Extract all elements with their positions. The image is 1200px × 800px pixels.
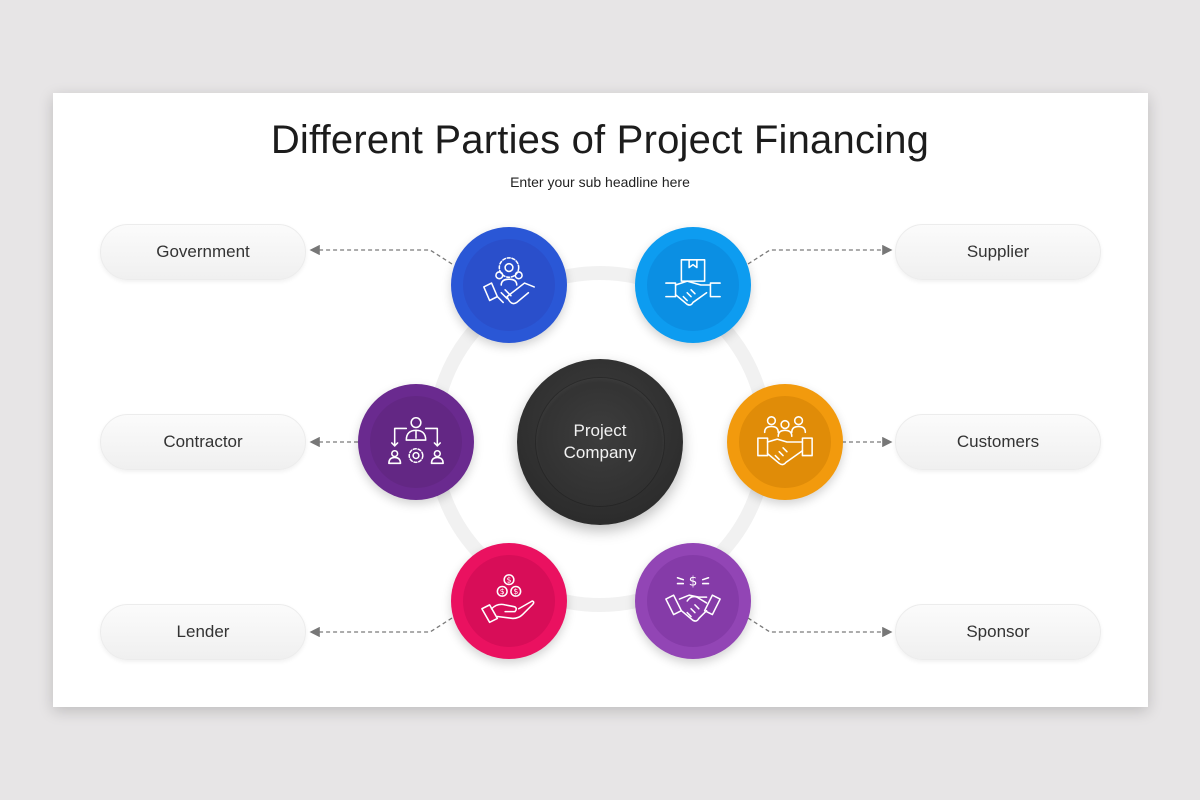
team-handshake-icon (483, 257, 535, 305)
party-label-sponsor: Sponsor (895, 604, 1101, 660)
party-label-text: Government (156, 242, 250, 261)
svg-text:$: $ (507, 576, 512, 585)
node-government (451, 227, 567, 343)
party-label-customers: Customers (895, 414, 1101, 470)
slide-title: Different Parties of Project Financing (270, 118, 930, 162)
manager-delegation-icon (388, 417, 444, 465)
node-sponsor: $ (635, 543, 751, 659)
party-label-supplier: Supplier (895, 224, 1101, 280)
node-supplier (635, 227, 751, 343)
node-contractor (358, 384, 474, 500)
party-label-text: Contractor (163, 432, 243, 451)
group-handshake-icon (757, 416, 813, 466)
svg-text:$: $ (500, 587, 505, 596)
dollar-handshake-icon: $ (665, 574, 721, 622)
center-label-line2: Company (563, 443, 637, 462)
slide-subtitle: Enter your sub headline here (510, 174, 690, 190)
party-label-text: Sponsor (966, 622, 1030, 641)
party-label-text: Supplier (966, 242, 1030, 261)
party-label-government: Government (100, 224, 306, 280)
node-project-company: Project Company (517, 359, 683, 525)
party-label-text: Customers (956, 432, 1040, 451)
project-company-face: Project Company (536, 378, 664, 506)
party-label-contractor: Contractor (100, 414, 306, 470)
node-customers (727, 384, 843, 500)
hand-coins-icon: $ $ $ (481, 574, 535, 624)
party-label-lender: Lender (100, 604, 306, 660)
center-label-line1: Project (573, 421, 627, 440)
node-lender: $ $ $ (451, 543, 567, 659)
svg-text:$: $ (513, 587, 518, 596)
box-handshake-icon (665, 259, 721, 306)
party-label-text: Lender (176, 622, 230, 641)
svg-text:$: $ (689, 574, 698, 590)
